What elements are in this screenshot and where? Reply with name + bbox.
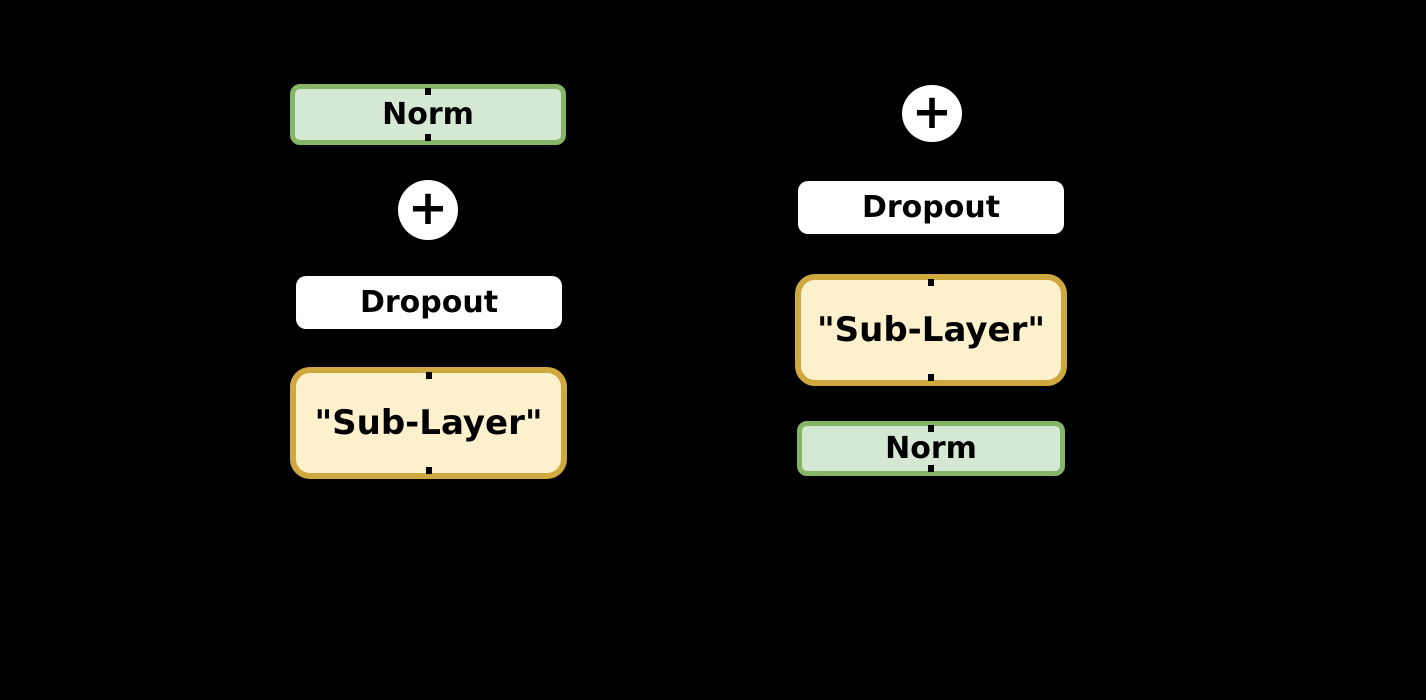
right-dropout-box: Dropout xyxy=(798,181,1064,234)
left-norm-box: Norm xyxy=(290,84,566,145)
left-add-circle: + xyxy=(398,180,458,240)
right-dropout-label: Dropout xyxy=(861,190,1001,225)
left-dropout-label: Dropout xyxy=(359,285,499,320)
left-sublayer-label: "Sub-Layer" xyxy=(314,403,543,443)
plus-icon: + xyxy=(407,180,449,236)
left-dropout-box: Dropout xyxy=(296,276,562,329)
right-norm-box: Norm xyxy=(797,421,1065,476)
right-sublayer-label: "Sub-Layer" xyxy=(816,310,1046,350)
right-sublayer-box: "Sub-Layer" xyxy=(795,274,1067,386)
left-sublayer-box: "Sub-Layer" xyxy=(290,367,567,479)
right-norm-label: Norm xyxy=(885,431,977,466)
left-norm-label: Norm xyxy=(382,97,474,132)
right-add-circle: + xyxy=(902,85,962,142)
plus-icon: + xyxy=(911,83,953,140)
